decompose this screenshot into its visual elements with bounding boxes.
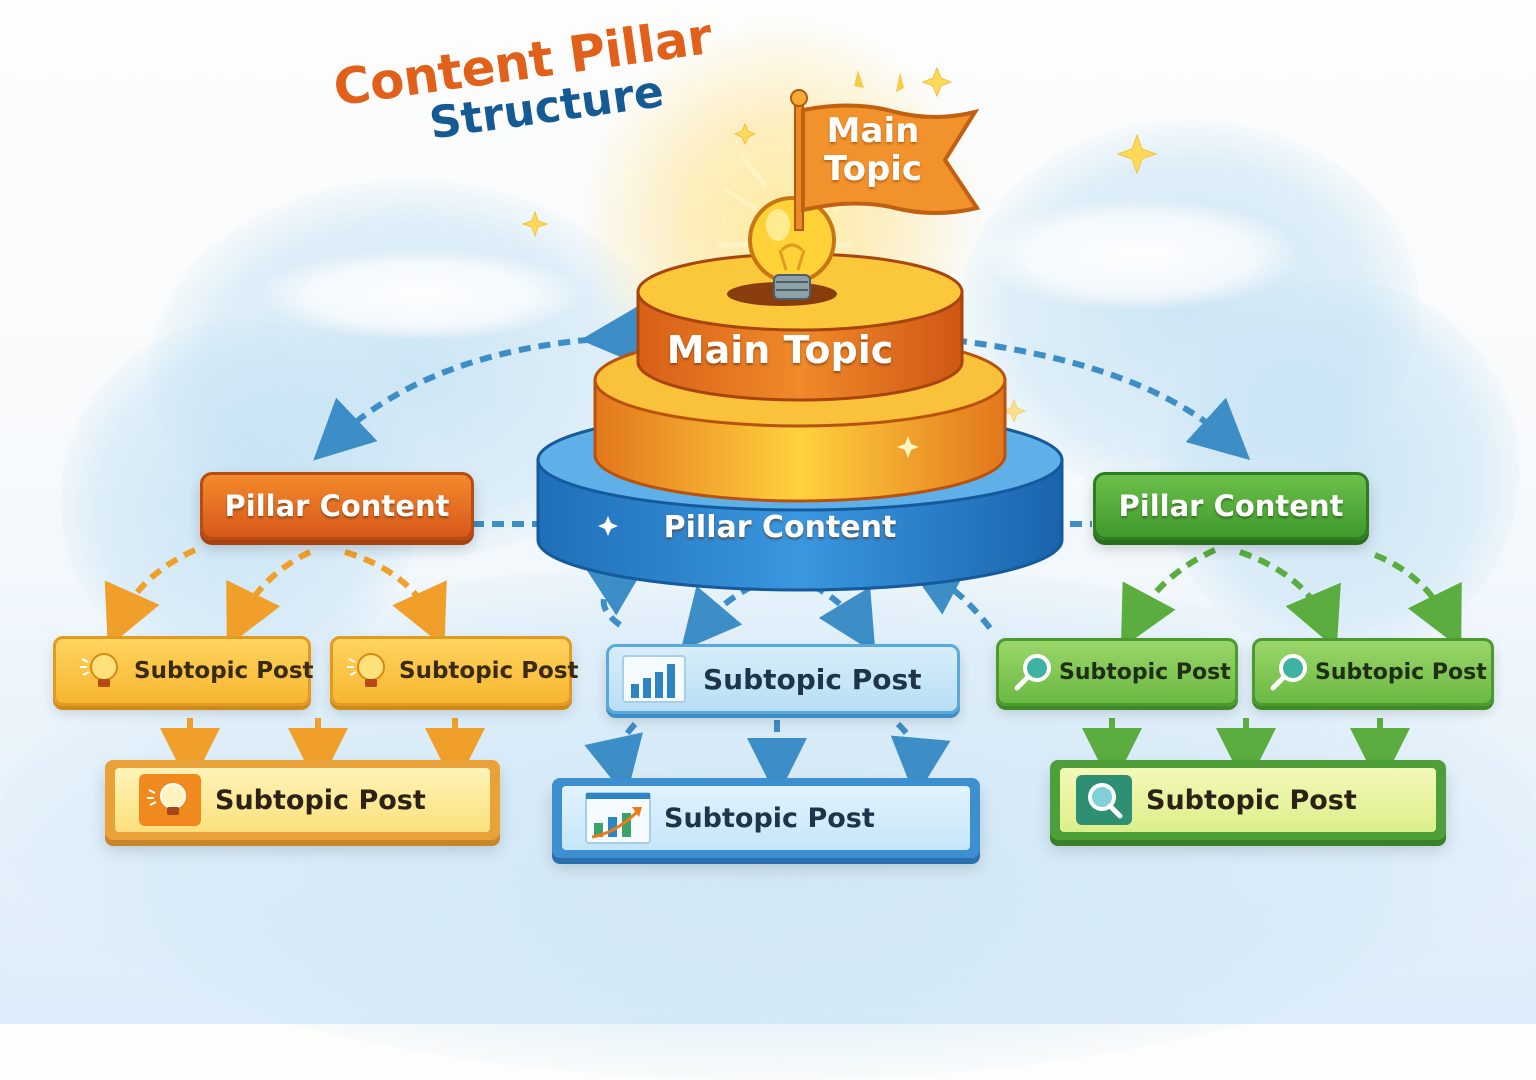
subtopic-right-1[interactable]: Subtopic Post bbox=[996, 638, 1238, 706]
hub-top-tier-label: Main Topic bbox=[666, 328, 894, 372]
subtopic-center-1-label: Subtopic Post bbox=[703, 662, 922, 696]
sparkle-icon bbox=[521, 210, 549, 238]
bottom-post-center-inner: Subtopic Post bbox=[562, 786, 970, 850]
connector-right-sub-1 bbox=[1120, 547, 1217, 649]
lightbulb-icon bbox=[139, 774, 201, 826]
magnifier-icon bbox=[1270, 654, 1307, 691]
bottom-post-left-inner: Subtopic Post bbox=[115, 768, 490, 832]
flag-label-line-1: Main bbox=[826, 111, 920, 151]
connector-left-sub-1 bbox=[104, 547, 197, 648]
subtopic-center-1[interactable]: Subtopic Post bbox=[606, 644, 960, 714]
sparkle-icon bbox=[1116, 133, 1158, 175]
hub-base-tier-label: Pillar Content bbox=[663, 510, 897, 545]
bar-chart-icon bbox=[622, 655, 686, 703]
bottom-post-center[interactable]: Subtopic Post bbox=[552, 778, 980, 858]
bottom-post-left[interactable]: Subtopic Post bbox=[105, 760, 500, 840]
hub-cake bbox=[536, 252, 1064, 592]
lightbulb-icon bbox=[347, 653, 385, 687]
pillar-right[interactable]: Pillar Content bbox=[1093, 472, 1369, 540]
subtopic-left-1[interactable]: Subtopic Post bbox=[53, 636, 314, 706]
magnifier-icon bbox=[1076, 775, 1132, 825]
subtopic-right-2[interactable]: Subtopic Post bbox=[1252, 638, 1494, 706]
lightbulb-icon bbox=[80, 653, 118, 687]
flag-label: Main Topic bbox=[818, 112, 928, 188]
magnifier-icon bbox=[1014, 654, 1051, 691]
bottom-post-right[interactable]: Subtopic Post bbox=[1050, 760, 1446, 840]
connector-right-sub-2 bbox=[1238, 549, 1341, 650]
connector-right-sub-3 bbox=[1373, 552, 1462, 649]
connector-hub-left bbox=[313, 306, 642, 461]
connector-left-sub-3 bbox=[344, 549, 447, 648]
pillar-left-label: Pillar Content bbox=[224, 489, 450, 523]
bottom-post-right-inner: Subtopic Post bbox=[1060, 768, 1436, 832]
bottom-post-center-label: Subtopic Post bbox=[664, 802, 875, 834]
main-topic-flag bbox=[790, 89, 981, 231]
sparkle-icon bbox=[921, 66, 953, 98]
connector-center-bottom-1 bbox=[584, 721, 643, 798]
subtopic-left-2[interactable]: Subtopic Post bbox=[330, 636, 579, 706]
sparkle-icon bbox=[733, 122, 757, 146]
pillar-right-label: Pillar Content bbox=[1118, 489, 1344, 523]
connector-hub-right bbox=[901, 304, 1251, 461]
subtopic-right-2-label: Subtopic Post bbox=[1315, 659, 1487, 685]
bottom-post-right-label: Subtopic Post bbox=[1146, 784, 1357, 816]
growth-chart-icon bbox=[585, 792, 651, 844]
subtopic-left-1-label: Subtopic Post bbox=[134, 658, 314, 684]
pillar-left[interactable]: Pillar Content bbox=[200, 472, 474, 540]
bottom-post-left-label: Subtopic Post bbox=[215, 784, 426, 816]
connector-left-sub-2 bbox=[226, 549, 312, 647]
connector-center-bottom-3 bbox=[890, 721, 951, 798]
subtopic-right-1-label: Subtopic Post bbox=[1059, 659, 1231, 685]
flag-label-line-2: Topic bbox=[823, 149, 923, 189]
subtopic-left-2-label: Subtopic Post bbox=[399, 658, 579, 684]
connector-center-sub-1 bbox=[583, 557, 651, 628]
cloud-puff bbox=[980, 200, 1300, 310]
connector-center-sub-4 bbox=[903, 559, 993, 630]
top-tier bbox=[636, 252, 964, 402]
